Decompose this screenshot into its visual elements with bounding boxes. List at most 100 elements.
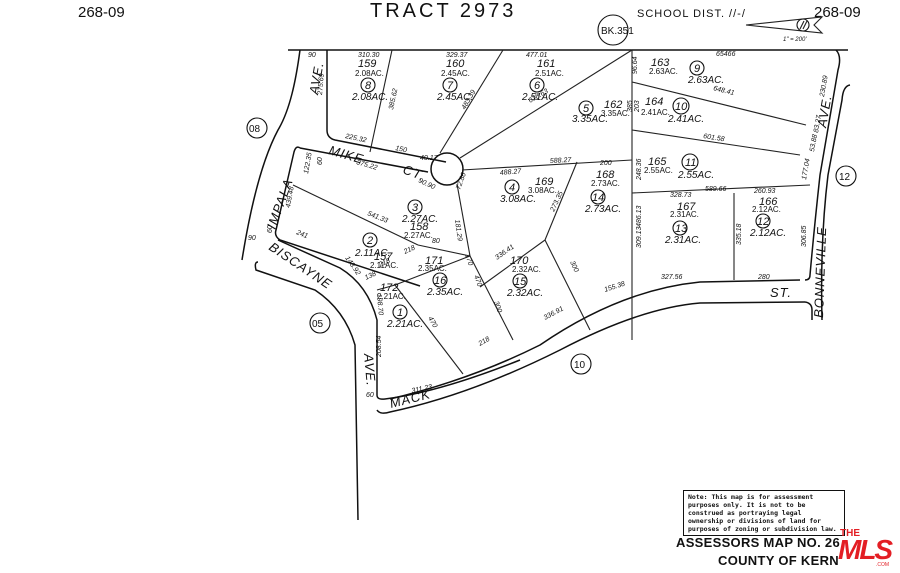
- svg-text:248.36: 248.36: [636, 158, 643, 181]
- lot-170: 170 2.32AC. 15 2.32AC.: [506, 255, 543, 299]
- assessment-note: Note: This map is for assessment purpose…: [683, 490, 845, 536]
- svg-text:9: 9: [694, 63, 700, 75]
- lot-168: 168 2.73AC. 14 2.73AC.: [584, 169, 621, 215]
- svg-text:336.91: 336.91: [543, 305, 565, 321]
- svg-text:15: 15: [514, 276, 527, 288]
- svg-text:2.35AC.: 2.35AC.: [418, 264, 447, 273]
- svg-text:170: 170: [510, 255, 529, 267]
- svg-text:53.88: 53.88: [809, 134, 819, 153]
- svg-text:203: 203: [634, 100, 641, 113]
- adjacent-map-refs: 08 05 10 12: [246, 117, 857, 375]
- svg-text:90: 90: [308, 52, 316, 59]
- svg-text:177.04: 177.04: [801, 158, 812, 180]
- svg-text:309.13: 309.13: [636, 226, 643, 248]
- mls-watermark-logo: THE MLS .COM: [838, 528, 896, 568]
- lot-160: 160 2.45AC. 7 2.45AC.: [436, 58, 473, 103]
- street-bonneville: BONNEVILLE: [811, 226, 829, 318]
- svg-text:2.31AC.: 2.31AC.: [664, 235, 701, 246]
- svg-text:3.35AC.: 3.35AC.: [572, 114, 608, 125]
- book-badge: BK.351: [597, 14, 634, 46]
- mack-st-north-edge: [389, 279, 801, 400]
- svg-text:161: 161: [537, 58, 555, 70]
- svg-text:648.41: 648.41: [713, 85, 736, 97]
- svg-text:218: 218: [402, 244, 417, 256]
- biscayne-ave-west-edge: [254, 261, 359, 521]
- svg-text:160: 160: [446, 58, 465, 70]
- svg-text:3.08AC.: 3.08AC.: [528, 186, 557, 195]
- svg-text:2.41AC.: 2.41AC.: [667, 114, 704, 125]
- bonneville-ave-west-edge: [804, 49, 841, 281]
- svg-text:13: 13: [675, 223, 688, 235]
- svg-text:8: 8: [365, 80, 372, 92]
- svg-text:2: 2: [366, 235, 373, 247]
- svg-text:4: 4: [509, 182, 515, 194]
- lot-lines: [292, 49, 811, 375]
- svg-text:2.41AC.: 2.41AC.: [641, 108, 670, 117]
- svg-text:157: 157: [374, 251, 393, 263]
- svg-text:2.11AC.: 2.11AC.: [354, 248, 390, 259]
- svg-text:589.66: 589.66: [705, 186, 727, 193]
- svg-text:12: 12: [757, 216, 769, 228]
- svg-text:588.27: 588.27: [550, 157, 573, 165]
- svg-text:163: 163: [651, 57, 670, 69]
- map-number-right: 268-09: [814, 4, 861, 21]
- lot-157: 2 2.11AC. 157 2.11AC.: [354, 232, 398, 270]
- svg-text:138: 138: [364, 270, 378, 281]
- street-impala-ave-suffix: AVE.: [306, 60, 327, 96]
- street-mike: MIKE: [327, 142, 366, 166]
- svg-text:2.55AC.: 2.55AC.: [644, 166, 673, 175]
- svg-text:2.32AC.: 2.32AC.: [506, 288, 543, 299]
- svg-text:306.85: 306.85: [801, 225, 808, 247]
- svg-text:60: 60: [317, 157, 324, 165]
- svg-text:230.89: 230.89: [819, 75, 830, 98]
- svg-text:2.55AC.: 2.55AC.: [677, 170, 714, 181]
- svg-text:477.01: 477.01: [526, 52, 548, 59]
- svg-text:172: 172: [380, 282, 398, 294]
- svg-text:BK.351: BK.351: [601, 26, 634, 37]
- lot-163: 163 2.63AC. 9 2.63AC.: [649, 57, 724, 86]
- svg-text:171: 171: [425, 255, 443, 267]
- svg-text:2.27AC.: 2.27AC.: [401, 214, 438, 225]
- svg-text:16: 16: [434, 275, 447, 287]
- svg-text:7: 7: [447, 80, 454, 92]
- svg-text:10: 10: [675, 101, 688, 113]
- svg-text:328.73: 328.73: [670, 192, 692, 199]
- svg-text:168: 168: [596, 169, 615, 181]
- lot-164: 164 2.41AC. 10 2.41AC.: [641, 96, 704, 125]
- svg-text:05: 05: [312, 319, 324, 330]
- svg-text:167: 167: [677, 201, 696, 213]
- svg-text:60: 60: [267, 225, 274, 233]
- svg-text:310.30: 310.30: [358, 52, 380, 59]
- svg-text:170: 170: [463, 253, 474, 266]
- lot-169: 169 3.08AC. 4 3.08AC.: [500, 176, 557, 205]
- svg-text:83.27: 83.27: [813, 114, 823, 134]
- map-number-left: 268-09: [78, 4, 125, 21]
- svg-text:2.11AC.: 2.11AC.: [370, 261, 398, 270]
- svg-text:385.62: 385.62: [388, 88, 399, 111]
- svg-text:181.29: 181.29: [453, 219, 463, 241]
- svg-text:11: 11: [685, 157, 696, 169]
- svg-text:1: 1: [397, 307, 403, 319]
- school-district: SCHOOL DIST. //-/: [637, 8, 746, 20]
- svg-text:158: 158: [410, 221, 429, 233]
- svg-text:5: 5: [583, 103, 590, 115]
- svg-text:2.63AC.: 2.63AC.: [649, 67, 678, 76]
- lot-171: 171 2.35AC. 16 2.35AC.: [418, 255, 463, 298]
- svg-text:208.54: 208.54: [376, 335, 383, 358]
- svg-text:40.17: 40.17: [420, 155, 439, 162]
- biscayne-ave-east-edge: [277, 239, 521, 400]
- bonneville-corner: [804, 301, 813, 320]
- street-st: ST.: [770, 285, 792, 300]
- svg-text:260.93: 260.93: [753, 188, 776, 195]
- svg-text:96.64: 96.64: [632, 56, 639, 74]
- lot-161: 161 2.51AC. 6 2.51AC.: [521, 58, 564, 103]
- svg-text:2.51AC.: 2.51AC.: [535, 69, 564, 78]
- svg-text:300: 300: [492, 300, 503, 313]
- lot-166: 166 2.12AC. 12 2.12AC.: [749, 196, 786, 239]
- svg-text:14: 14: [592, 192, 604, 204]
- svg-text:08: 08: [249, 124, 261, 135]
- svg-text:150: 150: [395, 145, 408, 154]
- mike-ct-cul-de-sac: [430, 152, 464, 186]
- assessors-map-number: ASSESSORS MAP NO. 26: [676, 535, 840, 550]
